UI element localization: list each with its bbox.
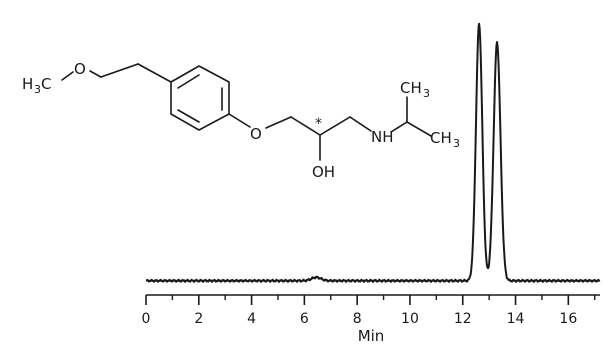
x-tick-label: 0 <box>142 311 151 327</box>
bond <box>177 109 200 123</box>
x-axis-major-ticks <box>145 295 570 305</box>
atom-label-oh: OH <box>312 163 335 181</box>
bond <box>390 121 408 133</box>
x-axis-label: Min <box>358 327 385 345</box>
atom-label-ch: CH <box>400 79 422 97</box>
bond <box>290 116 321 136</box>
x-axis: 0 2 4 6 8 10 12 14 16 Min <box>142 294 600 345</box>
x-tick-label: 8 <box>353 311 362 327</box>
bond <box>137 63 172 83</box>
atom-label-h: H <box>22 75 33 93</box>
atom-label-nh: NH <box>371 128 394 146</box>
atom-label-subscript: 3 <box>34 83 41 96</box>
bond <box>228 113 251 128</box>
bond <box>319 116 351 136</box>
chromatogram-trace <box>145 22 601 283</box>
x-tick-label: 16 <box>559 311 577 327</box>
x-tick-label: 10 <box>401 311 419 327</box>
x-tick-label: 4 <box>247 311 256 327</box>
chiral-center-marker: * <box>315 116 322 132</box>
bond <box>265 116 292 129</box>
atom-label-o: O <box>74 60 86 78</box>
bond <box>349 116 372 132</box>
x-tick-label: 6 <box>300 311 309 327</box>
atom-label-ch: CH <box>430 129 452 147</box>
molecule-atom-labels: H 3 C O O OH NH CH 3 CH 3 * <box>22 60 460 181</box>
atom-label-o: O <box>250 125 262 143</box>
x-tick-label: 12 <box>454 311 472 327</box>
benzene-ring <box>170 65 230 131</box>
atom-label-subscript: 3 <box>423 87 430 100</box>
bond <box>177 74 200 89</box>
molecule-structure <box>61 63 432 161</box>
x-axis-tick-labels: 0 2 4 6 8 10 12 14 16 <box>142 311 578 327</box>
x-axis-minor-ticks <box>171 295 596 300</box>
atom-label-subscript: 3 <box>453 137 460 150</box>
x-tick-label: 14 <box>507 311 525 327</box>
bond <box>406 121 432 137</box>
x-tick-label: 2 <box>194 311 203 327</box>
bond <box>100 63 139 78</box>
bond <box>61 71 74 81</box>
bond <box>89 70 102 78</box>
atom-label-c: C <box>41 75 51 93</box>
